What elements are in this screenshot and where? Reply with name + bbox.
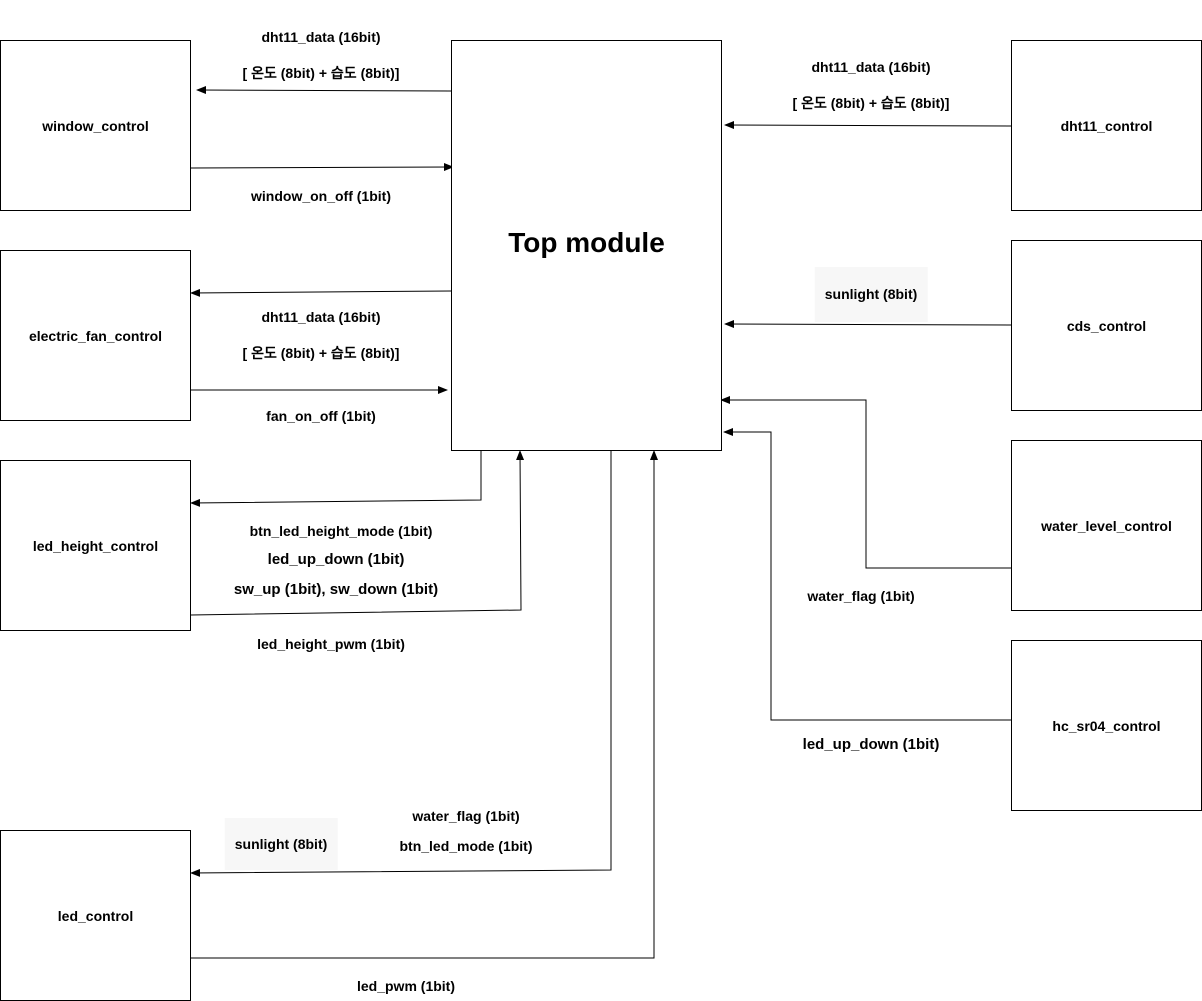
hc-sr04-control-block: hc_sr04_control: [1011, 640, 1202, 811]
dht11-control-block: dht11_control: [1011, 40, 1202, 211]
signal-label-window-temp-humidity: [ 온도 (8bit) + 습도 (8bit)]: [242, 65, 400, 81]
hc-sr04-control-label: hc_sr04_control: [1052, 717, 1161, 734]
signal-label-led-pwm: led_pwm (1bit): [356, 978, 456, 994]
wire-led-height-pwm: [190, 450, 525, 616]
window-control-label: window_control: [42, 117, 149, 134]
signal-label-hc-sr04-up-down: led_up_down (1bit): [802, 736, 940, 753]
signal-label-fan-on-off: fan_on_off (1bit): [266, 408, 376, 424]
signal-label-fan-dht11-data: dht11_data (16bit): [261, 309, 381, 325]
top-module-block: Top module: [451, 40, 722, 451]
signal-label-window-dht11-data: dht11_data (16bit): [261, 29, 381, 45]
led-height-control-block: led_height_control: [0, 460, 191, 631]
wire-dht11-control: [724, 121, 1012, 130]
wire-led-water-flag: [190, 451, 612, 877]
electric-fan-control-block: electric_fan_control: [0, 250, 191, 421]
dht11-control-label: dht11_control: [1060, 117, 1153, 134]
water-level-control-label: water_level_control: [1041, 517, 1172, 534]
wire-window-dht11-data: [196, 86, 452, 95]
cds-control-block: cds_control: [1011, 240, 1202, 411]
wire-cds-sunlight: [724, 320, 1012, 329]
water-level-control-block: water_level_control: [1011, 440, 1202, 611]
signal-label-dht11-data-right: dht11_data (16bit): [811, 59, 931, 75]
signal-label-btn-led-height-mode: btn_led_height_mode (1bit): [249, 523, 433, 539]
wire-window-on-off: [190, 163, 454, 172]
led-height-control-label: led_height_control: [32, 537, 159, 554]
signal-label-led-water-flag: water_flag (1bit): [412, 808, 520, 824]
electric-fan-control-label: electric_fan_control: [28, 327, 163, 344]
led-control-label: led_control: [57, 907, 134, 924]
wire-led-pwm: [191, 450, 658, 959]
signal-label-window-on-off: window_on_off (1bit): [251, 188, 391, 204]
signal-label-water-flag: water_flag (1bit): [807, 588, 915, 604]
window-control-block: window_control: [0, 40, 191, 211]
signal-label-led-height-pwm: led_height_pwm (1bit): [257, 636, 405, 652]
signal-label-cds-sunlight: sunlight (8bit): [814, 267, 928, 322]
signal-label-btn-led-mode: btn_led_mode (1bit): [399, 838, 533, 854]
wire-btn-led-height-mode: [190, 451, 482, 507]
signal-label-led-height-up-down: led_up_down (1bit): [267, 551, 405, 568]
signal-label-led-sunlight: sunlight (8bit): [224, 818, 338, 870]
top-module-title: Top module: [508, 227, 665, 258]
signal-label-fan-temp-humidity: [ 온도 (8bit) + 습도 (8bit)]: [242, 345, 400, 361]
wire-water-flag: [720, 396, 1011, 569]
led-control-block: led_control: [0, 830, 191, 1001]
cds-control-label: cds_control: [1066, 317, 1147, 334]
wire-hc-sr04-up-down: [723, 428, 1011, 721]
signal-label-sw-up-down: sw_up (1bit), sw_down (1bit): [233, 581, 439, 598]
wire-fan-dht11-data: [190, 288, 452, 297]
signal-label-dht11-temp-humidity-right: [ 온도 (8bit) + 습도 (8bit)]: [792, 95, 950, 111]
